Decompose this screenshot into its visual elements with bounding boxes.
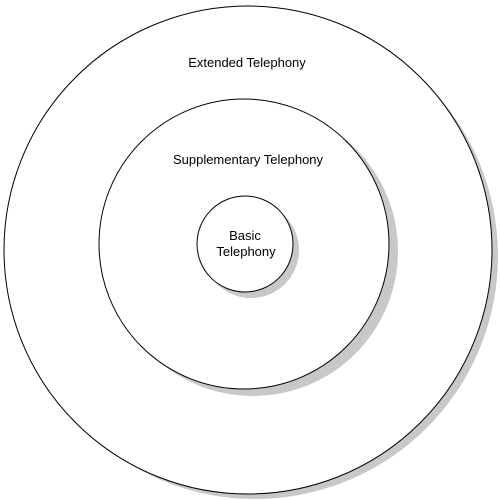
basic-telephony-label-line1: Basic bbox=[229, 228, 261, 243]
basic-telephony-ring: Basic Telephony bbox=[196, 195, 299, 298]
supplementary-telephony-label: Supplementary Telephony bbox=[173, 152, 324, 167]
basic-telephony-circle bbox=[196, 195, 294, 293]
extended-telephony-label: Extended Telephony bbox=[188, 55, 306, 70]
basic-telephony-label-line2: Telephony bbox=[216, 244, 276, 259]
